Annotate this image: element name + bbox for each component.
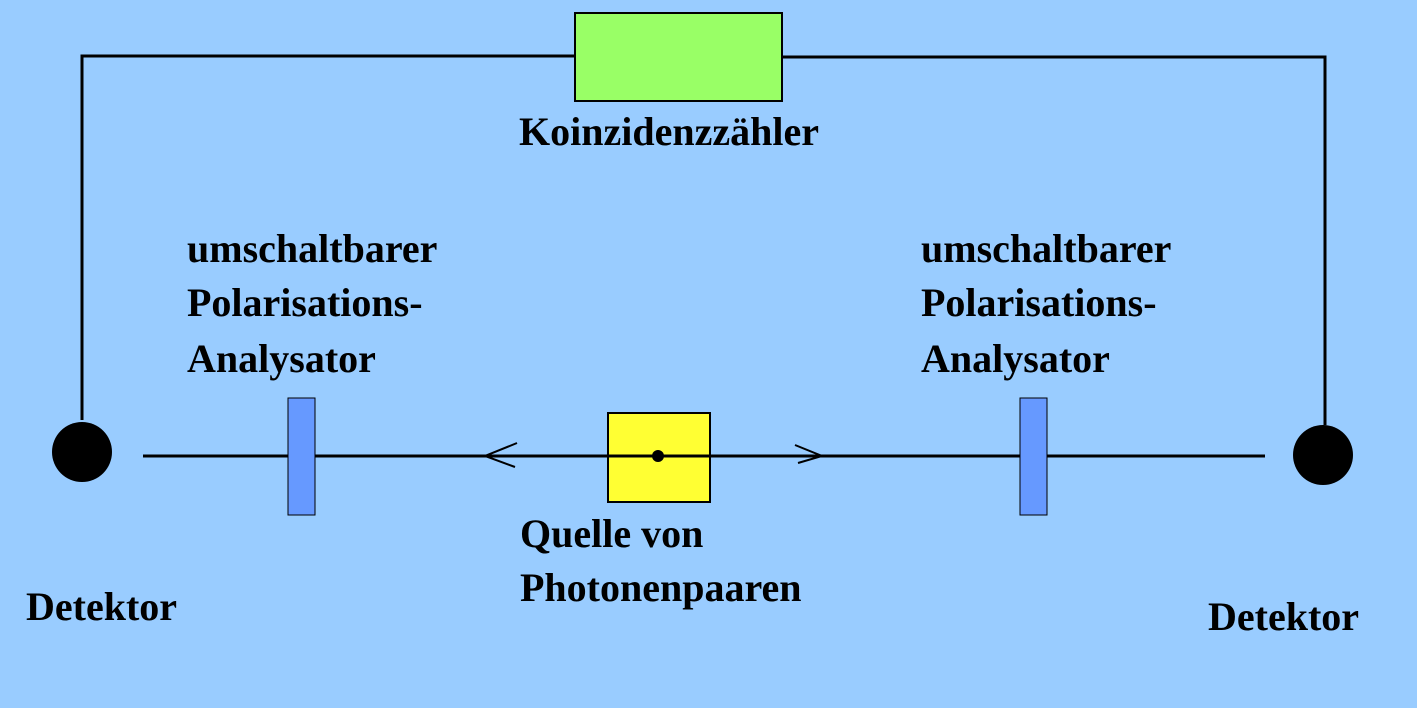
right-analyzer-label-1: umschaltbarer [921,226,1171,271]
right-analyzer-label-3: Analysator [921,336,1110,381]
arrow-right-icon [794,444,826,464]
source-label-1: Quelle von [520,511,703,556]
right-analyzer-label-2: Polarisations- [921,280,1157,325]
arrow-left-icon [482,442,518,468]
right-detector-label: Detektor [1208,594,1359,639]
right-wire [782,55,1327,425]
left-detector-label: Detektor [26,584,177,629]
left-analyzer-label-3: Analysator [187,336,376,381]
right-analyzer [1019,397,1048,516]
right-detector [1293,425,1353,485]
left-wire [80,54,575,420]
left-analyzer [287,397,316,516]
coincidence-counter-box [574,12,783,102]
left-detector [52,422,112,482]
source-point [652,450,664,462]
source-label-2: Photonenpaaren [520,565,802,610]
left-analyzer-label-2: Polarisations- [187,280,423,325]
coincidence-counter-label: Koinzidenzzähler [519,109,819,154]
left-analyzer-label-1: umschaltbarer [187,226,437,271]
